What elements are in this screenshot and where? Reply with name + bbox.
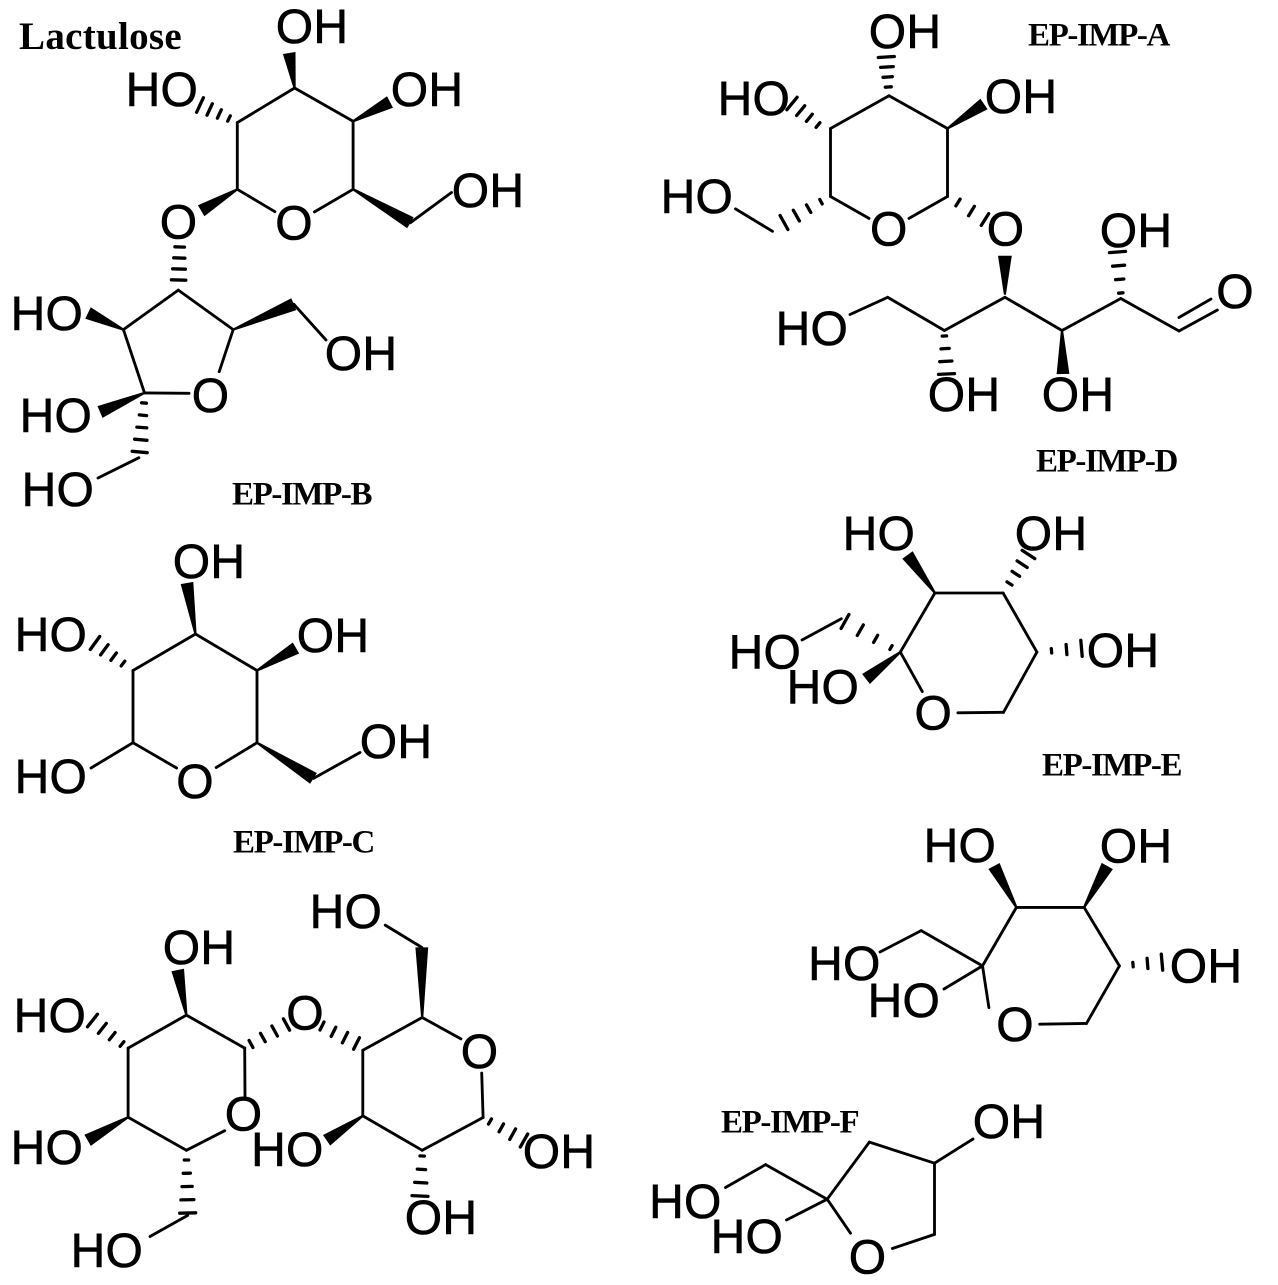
svg-text:OH: OH xyxy=(297,610,369,663)
svg-text:HO: HO xyxy=(14,990,86,1043)
svg-text:O: O xyxy=(987,204,1025,257)
svg-text:OH: OH xyxy=(276,1,348,54)
svg-text:HO: HO xyxy=(711,1211,783,1264)
svg-text:OH: OH xyxy=(523,1126,595,1179)
svg-text:HO: HO xyxy=(868,975,940,1028)
svg-text:O: O xyxy=(286,988,324,1041)
svg-text:OH: OH xyxy=(325,328,397,381)
svg-text:O: O xyxy=(176,756,214,809)
svg-text:EP-IMP-B: EP-IMP-B xyxy=(232,477,372,513)
svg-text:HO: HO xyxy=(22,464,94,517)
svg-text:HO: HO xyxy=(11,288,83,341)
svg-text:HO: HO xyxy=(776,303,848,356)
svg-text:Lactulose: Lactulose xyxy=(19,15,182,58)
svg-text:OH: OH xyxy=(452,165,524,218)
svg-text:OH: OH xyxy=(1170,941,1242,994)
svg-text:HO: HO xyxy=(251,1124,323,1177)
svg-text:EP-IMP-E: EP-IMP-E xyxy=(1042,748,1181,784)
svg-text:O: O xyxy=(1216,266,1254,319)
svg-text:HO: HO xyxy=(20,390,92,443)
svg-text:HO: HO xyxy=(11,1122,83,1175)
svg-text:O: O xyxy=(996,999,1034,1052)
svg-text:OH: OH xyxy=(1100,205,1172,258)
svg-text:O: O xyxy=(275,198,313,251)
svg-text:OH: OH xyxy=(360,716,432,769)
svg-text:OH: OH xyxy=(869,6,941,59)
svg-text:HO: HO xyxy=(924,820,996,873)
svg-text:HO: HO xyxy=(843,508,915,561)
svg-text:HO: HO xyxy=(718,73,790,126)
svg-text:HO: HO xyxy=(310,886,382,939)
svg-text:HO: HO xyxy=(15,609,87,662)
svg-text:OH: OH xyxy=(173,536,245,589)
svg-text:O: O xyxy=(849,1232,887,1280)
svg-text:OH: OH xyxy=(928,369,1000,422)
svg-text:O: O xyxy=(192,370,230,423)
svg-text:HO: HO xyxy=(661,171,733,224)
svg-text:HO: HO xyxy=(787,662,859,715)
svg-text:EP-IMP-C: EP-IMP-C xyxy=(233,825,374,861)
svg-text:OH: OH xyxy=(973,1096,1045,1149)
svg-text:EP-IMP-F: EP-IMP-F xyxy=(721,1105,858,1141)
svg-text:OH: OH xyxy=(1087,625,1159,678)
svg-text:OH: OH xyxy=(1015,508,1087,561)
svg-text:HO: HO xyxy=(126,64,198,117)
svg-text:HO: HO xyxy=(71,1225,143,1278)
svg-text:EP-IMP-A: EP-IMP-A xyxy=(1028,18,1170,54)
svg-text:OH: OH xyxy=(391,64,463,117)
svg-text:OH: OH xyxy=(405,1192,477,1245)
svg-text:OH: OH xyxy=(163,922,235,975)
svg-text:OH: OH xyxy=(1042,369,1114,422)
svg-text:O: O xyxy=(870,204,908,257)
svg-text:OH: OH xyxy=(1100,821,1172,874)
svg-text:EP-IMP-D: EP-IMP-D xyxy=(1036,444,1177,480)
svg-text:O: O xyxy=(915,688,953,741)
svg-text:O: O xyxy=(160,197,198,250)
svg-text:O: O xyxy=(461,1026,499,1079)
svg-text:HO: HO xyxy=(15,751,87,804)
svg-text:OH: OH xyxy=(985,71,1057,124)
